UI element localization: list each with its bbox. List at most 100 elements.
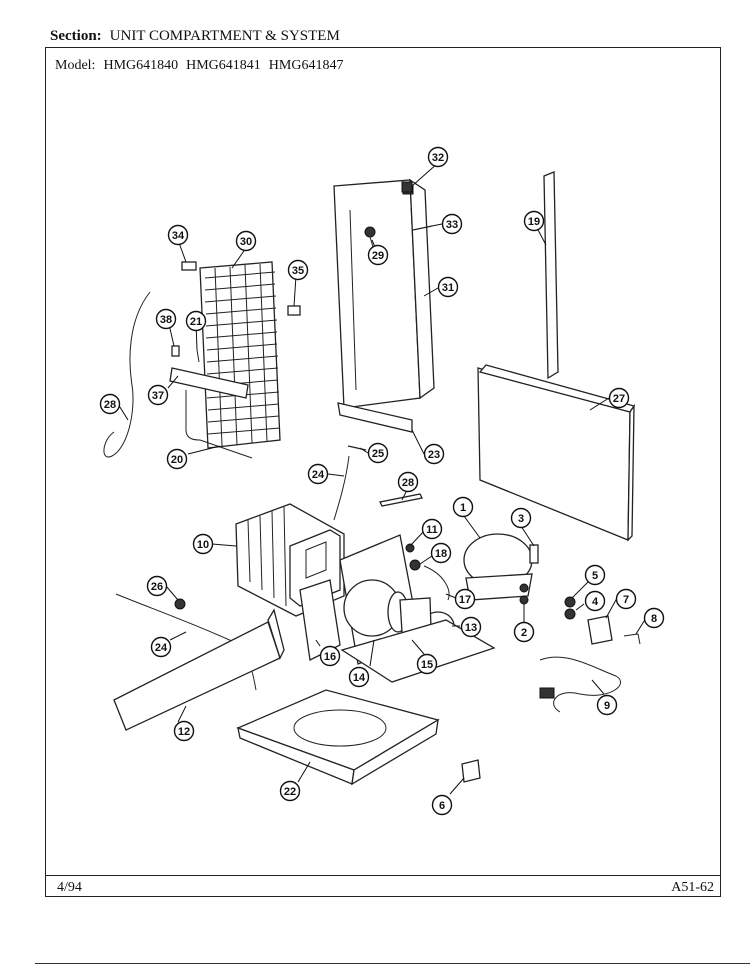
svg-text:8: 8 (651, 613, 657, 625)
callout: 3 (510, 507, 532, 529)
screw (196, 349, 200, 363)
grommet (405, 543, 415, 553)
wiring-harness (539, 656, 622, 713)
svg-text:5: 5 (592, 570, 598, 582)
retainer-clip (623, 633, 641, 645)
machine-base (340, 619, 496, 683)
callout: 26 (146, 575, 168, 597)
grommet (564, 608, 576, 620)
footer-rule (45, 875, 721, 876)
callout: 24 (307, 463, 329, 485)
svg-text:21: 21 (190, 316, 202, 328)
svg-text:11: 11 (426, 524, 438, 536)
svg-text:34: 34 (172, 230, 185, 242)
svg-text:27: 27 (613, 393, 625, 405)
model-number: HMG641841 (186, 58, 261, 73)
section-heading: Section: UNIT COMPARTMENT & SYSTEM (50, 28, 340, 45)
callout: 24 (150, 636, 172, 658)
svg-text:37: 37 (152, 390, 164, 402)
model-number: HMG641840 (103, 58, 179, 73)
condenser-coil (199, 261, 281, 449)
svg-text:32: 32 (432, 152, 444, 164)
rear-panel (333, 178, 435, 409)
svg-text:35: 35 (292, 265, 304, 277)
svg-text:24: 24 (312, 469, 325, 481)
drain-tube (103, 291, 151, 458)
callout: 4 (584, 590, 606, 612)
model-number: HMG641847 (268, 58, 344, 73)
callout: 29 (367, 244, 389, 266)
condenser-tube (185, 390, 253, 459)
svg-text:24: 24 (155, 642, 168, 654)
callout: 38 (155, 308, 177, 330)
page-bottom-rule (35, 963, 750, 964)
base-rail (113, 621, 281, 731)
callout: 15 (416, 653, 438, 675)
panel-bracket (401, 181, 413, 193)
insulation-panel (477, 364, 636, 542)
panel-pin (412, 225, 433, 231)
callout: 12 (173, 720, 195, 742)
section-label: Section: (50, 28, 102, 44)
svg-text:14: 14 (353, 672, 366, 684)
callout: 28 (397, 471, 419, 493)
callout: 23 (423, 443, 445, 465)
fan-shroud (299, 579, 341, 661)
callout: 22 (279, 780, 301, 802)
svg-text:33: 33 (446, 219, 458, 231)
condenser-clip (181, 261, 197, 271)
svg-text:6: 6 (439, 800, 445, 812)
footer-date: 4/94 (57, 880, 82, 895)
svg-text:15: 15 (421, 659, 433, 671)
relay (529, 544, 539, 564)
svg-text:16: 16 (324, 651, 336, 663)
section-title: UNIT COMPARTMENT & SYSTEM (109, 28, 340, 44)
drain-hose (333, 455, 350, 521)
callout: 6 (431, 794, 453, 816)
svg-text:30: 30 (240, 236, 252, 248)
diagram-frame (45, 47, 721, 897)
hose-clip (379, 493, 423, 507)
callout: 34 (167, 224, 189, 246)
motor-harness (423, 565, 450, 601)
callout: 25 (367, 442, 389, 464)
panel-bar (337, 402, 413, 433)
condenser-clip (287, 305, 301, 316)
callout: 30 (235, 230, 257, 252)
callout: 9 (596, 694, 618, 716)
callout: 35 (287, 259, 309, 281)
svg-text:18: 18 (435, 548, 447, 560)
callout: 16 (319, 645, 341, 667)
callout: 19 (523, 210, 545, 232)
compressor (463, 533, 533, 601)
svg-text:28: 28 (402, 477, 414, 489)
svg-text:13: 13 (465, 622, 477, 634)
callout: 14 (348, 666, 370, 688)
grommet (409, 559, 421, 571)
callout: 28 (99, 393, 121, 415)
svg-text:26: 26 (151, 581, 163, 593)
callout: 7 (615, 588, 637, 610)
capacitor (461, 759, 481, 783)
grommet (564, 596, 576, 608)
svg-text:31: 31 (442, 282, 454, 294)
svg-text:10: 10 (197, 539, 209, 551)
bracket-clip (171, 345, 180, 357)
svg-text:19: 19 (528, 216, 540, 228)
callout: 5 (584, 564, 606, 586)
svg-text:23: 23 (428, 449, 440, 461)
callout: 2 (513, 621, 535, 643)
base-rail-end (267, 608, 285, 660)
callout: 27 (608, 387, 630, 409)
svg-text:7: 7 (623, 594, 629, 606)
svg-text:20: 20 (171, 454, 183, 466)
callout: 33 (441, 213, 463, 235)
callouts: 32 33 29 19 34 30 35 31 38 21 37 28 20 2… (99, 146, 665, 816)
callout: 8 (643, 607, 665, 629)
svg-text:38: 38 (160, 314, 172, 326)
leader-lines (117, 162, 647, 795)
callout: 11 (421, 518, 443, 540)
svg-text:9: 9 (604, 700, 610, 712)
callout: 17 (454, 588, 476, 610)
